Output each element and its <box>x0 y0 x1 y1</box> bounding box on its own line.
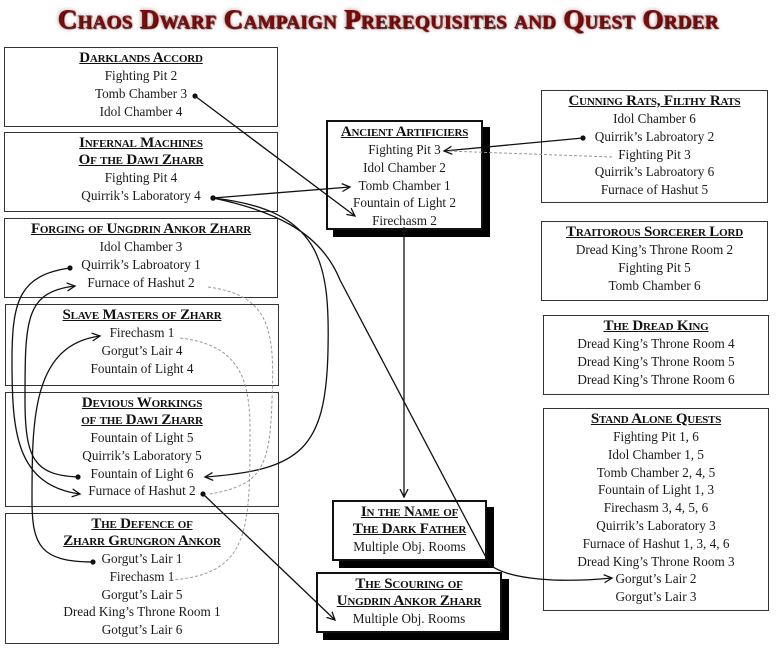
quest-title: Ancient Artificiers <box>340 124 469 140</box>
room-entry: Multiple Obj. Rooms <box>352 611 466 626</box>
room-entry: Dread King’s Throne Room 4 <box>577 336 735 351</box>
quest-title: Of the Dawi Zharr <box>78 152 204 168</box>
room-entry: Furnace of Hashut 1, 3, 4, 6 <box>582 535 730 551</box>
room-entry: Dread King’s Throne Room 5 <box>577 353 735 369</box>
room-entry: Tomb Chamber 6 <box>608 277 701 293</box>
quest-title: of the Dawi Zharr <box>81 412 203 428</box>
quest-title: The Dread King <box>603 318 709 334</box>
quest-title: In the Name of <box>360 504 459 520</box>
room-entry: Gotgut’s Lair 6 <box>101 622 183 638</box>
quest-title: Forging of Ungdrin Ankor Zharr <box>30 221 252 237</box>
quest-title: Ungdrin Ankor Zharr <box>336 593 482 609</box>
room-entry: Tomb Chamber 2, 4, 5 <box>596 464 716 480</box>
room-entry: Quirrik’s Laboratory 3 <box>596 517 716 533</box>
room-entry: Fighting Pit 3 <box>618 146 691 162</box>
room-entry: Gorgut’s Lair 4 <box>101 342 183 358</box>
room-entry: Firechasm 3, 4, 5, 6 <box>603 500 709 516</box>
room-entry: Fountain of Light 6 <box>90 465 194 481</box>
room-entry: Tomb Chamber 1 <box>358 177 451 193</box>
room-entry: Fighting Pit 1, 6 <box>613 429 699 444</box>
room-entry: Gorgut’s Lair 1 <box>101 551 183 566</box>
room-entry: Firechasm 1 <box>109 325 175 340</box>
room-entry: Fountain of Light 2 <box>353 195 456 211</box>
room-entry: Fountain of Light 5 <box>90 430 194 445</box>
room-entry: Quirrik’s Labroatory 2 <box>594 128 715 144</box>
quest-title: The Dark Father <box>352 521 467 537</box>
quest-title: The Scouring of <box>355 576 463 592</box>
room-entry: Gorgut’s Lair 2 <box>615 571 697 587</box>
page-title: Chaos Dwarf Campaign Prerequisites and Q… <box>57 4 719 34</box>
room-entry: Furnace of Hashut 2 <box>87 274 195 290</box>
room-entry: Quirrik’s Labroatory 1 <box>81 256 201 272</box>
room-entry: Dread King’s Throne Room 2 <box>575 242 734 257</box>
room-entry: Dread King’s Throne Room 1 <box>63 604 221 620</box>
room-entry: Furnace of Hashut 2 <box>88 483 196 499</box>
room-entry: Multiple Obj. Rooms <box>353 539 466 554</box>
quest-title: The Defence of <box>91 516 193 532</box>
room-entry: Dread King’s Throne Room 3 <box>577 553 735 569</box>
quest-title: Cunning Rats, Filthy Rats <box>568 93 741 109</box>
room-entry: Gorgut’s Lair 5 <box>101 586 183 602</box>
room-entry: Fountain of Light 4 <box>90 360 194 376</box>
room-entry: Furnace of Hashut 5 <box>600 182 709 198</box>
room-entry: Idol Chamber 4 <box>99 103 183 119</box>
room-entry: Quirrik’s Laboratory 5 <box>82 447 202 463</box>
quest-title: Stand Alone Quests <box>590 411 722 427</box>
room-entry: Fountain of Light 1, 3 <box>597 482 715 498</box>
room-entry: Firechasm 2 <box>372 213 437 229</box>
room-entry: Tomb Chamber 3 <box>94 85 188 101</box>
room-entry: Fighting Pit 4 <box>104 170 178 185</box>
quest-title: Darklands Accord <box>79 50 203 66</box>
room-entry: Idol Chamber 1, 5 <box>608 446 704 462</box>
room-entry: Gorgut’s Lair 3 <box>615 589 697 605</box>
room-entry: Fighting Pit 3 <box>368 142 441 157</box>
quest-title: Zharr Grungron Ankor <box>63 533 221 549</box>
quest-title: Infernal Machines <box>79 135 203 151</box>
room-entry: Firechasm 1 <box>109 568 175 584</box>
room-entry: Idol Chamber 3 <box>99 239 183 254</box>
room-entry: Fighting Pit 2 <box>104 68 178 83</box>
quest-title: Devious Workings <box>81 395 203 411</box>
room-entry: Idol Chamber 6 <box>613 111 696 126</box>
room-entry: Fighting Pit 5 <box>618 259 691 275</box>
room-entry: Dread King’s Throne Room 6 <box>577 371 735 387</box>
quest-title: Slave Masters of Zharr <box>62 307 222 323</box>
room-entry: Quirrik’s Laboratory 4 <box>81 187 201 203</box>
room-entry: Idol Chamber 2 <box>363 159 446 175</box>
quest-title: Traitorous Sorcerer Lord <box>566 224 743 240</box>
room-entry: Quirrik’s Labroatory 6 <box>594 164 715 180</box>
